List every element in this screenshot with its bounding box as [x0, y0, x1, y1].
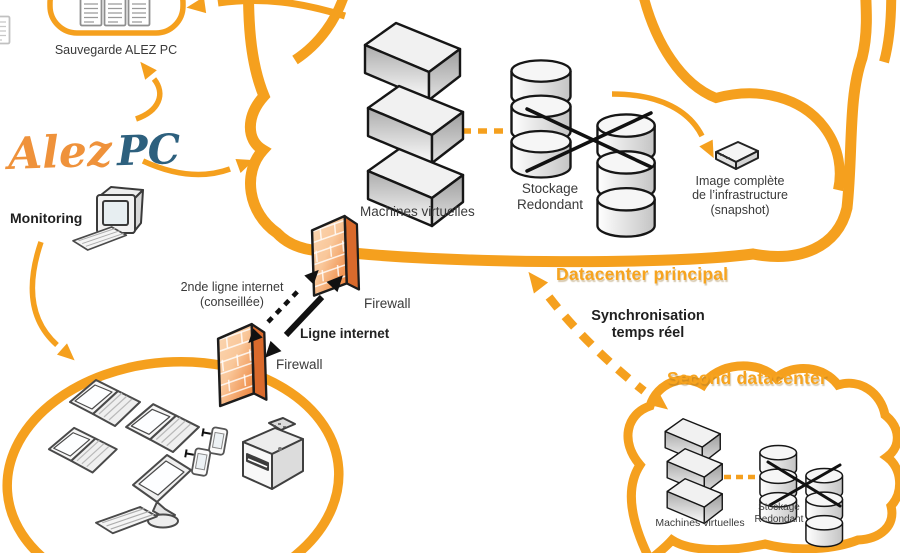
main-datacenter-title: Datacenter principal — [556, 264, 729, 284]
vm-boxes-main-icon — [363, 21, 465, 228]
arrow-storage-to-snapshot — [611, 91, 721, 162]
storage-cross-link-second — [766, 460, 842, 508]
firewall-top-label: Firewall — [364, 296, 411, 311]
firewall-bottom-label: Firewall — [276, 357, 323, 372]
internet-line-1-arrow — [259, 270, 349, 363]
vm-label-second: Machines virtuelles — [655, 517, 745, 529]
arrow-logo-to-backup — [134, 57, 163, 122]
internet-line-1-label: Ligne internet — [300, 326, 390, 341]
logo-alez: Alez — [7, 125, 113, 180]
monitoring-label: Monitoring — [10, 210, 83, 226]
alezpc-logo: AlezPC — [7, 123, 181, 180]
line2-line1: 2nde ligne internet — [180, 280, 284, 294]
sync-line1: Synchronisation — [591, 308, 705, 324]
sync-line2: temps réel — [611, 325, 685, 342]
storage-line1: Stockage — [521, 181, 579, 196]
monitoring-computer-icon — [72, 186, 144, 251]
line2-line2: (conseillée) — [200, 295, 264, 309]
logo-pc: PC — [116, 125, 182, 176]
snapshot-line3: (snapshot) — [710, 202, 770, 217]
vm-boxes-second-icon — [664, 418, 723, 525]
snapshot-line2: de l’infrastructure — [692, 188, 788, 203]
arrow-cloud-to-backup — [185, 0, 347, 20]
storage-cross-link-main — [525, 107, 653, 173]
storage2-line2: Redondant — [754, 513, 804, 525]
storage2-line1: Stockage — [758, 502, 800, 513]
internet-line-2-arrow — [243, 265, 324, 348]
db-stack-main-1-icon — [510, 59, 572, 179]
second-datacenter-title: Second datacenter — [667, 368, 827, 388]
backup-label: Sauvegarde ALEZ PC — [54, 43, 178, 57]
vm-label-main: Machines virtuelles — [360, 204, 475, 219]
storage-line2: Redondant — [516, 196, 584, 212]
office-printer-icon — [242, 417, 304, 490]
arrow-monitoring-to-office — [29, 241, 80, 366]
snapshot-drive-icon — [715, 141, 759, 170]
snapshot-line1: Image complète — [695, 174, 785, 188]
arrow-logo-to-cloud — [141, 153, 257, 178]
internet-line-2-label: 2nde ligne internet(conseillée) — [167, 280, 297, 310]
